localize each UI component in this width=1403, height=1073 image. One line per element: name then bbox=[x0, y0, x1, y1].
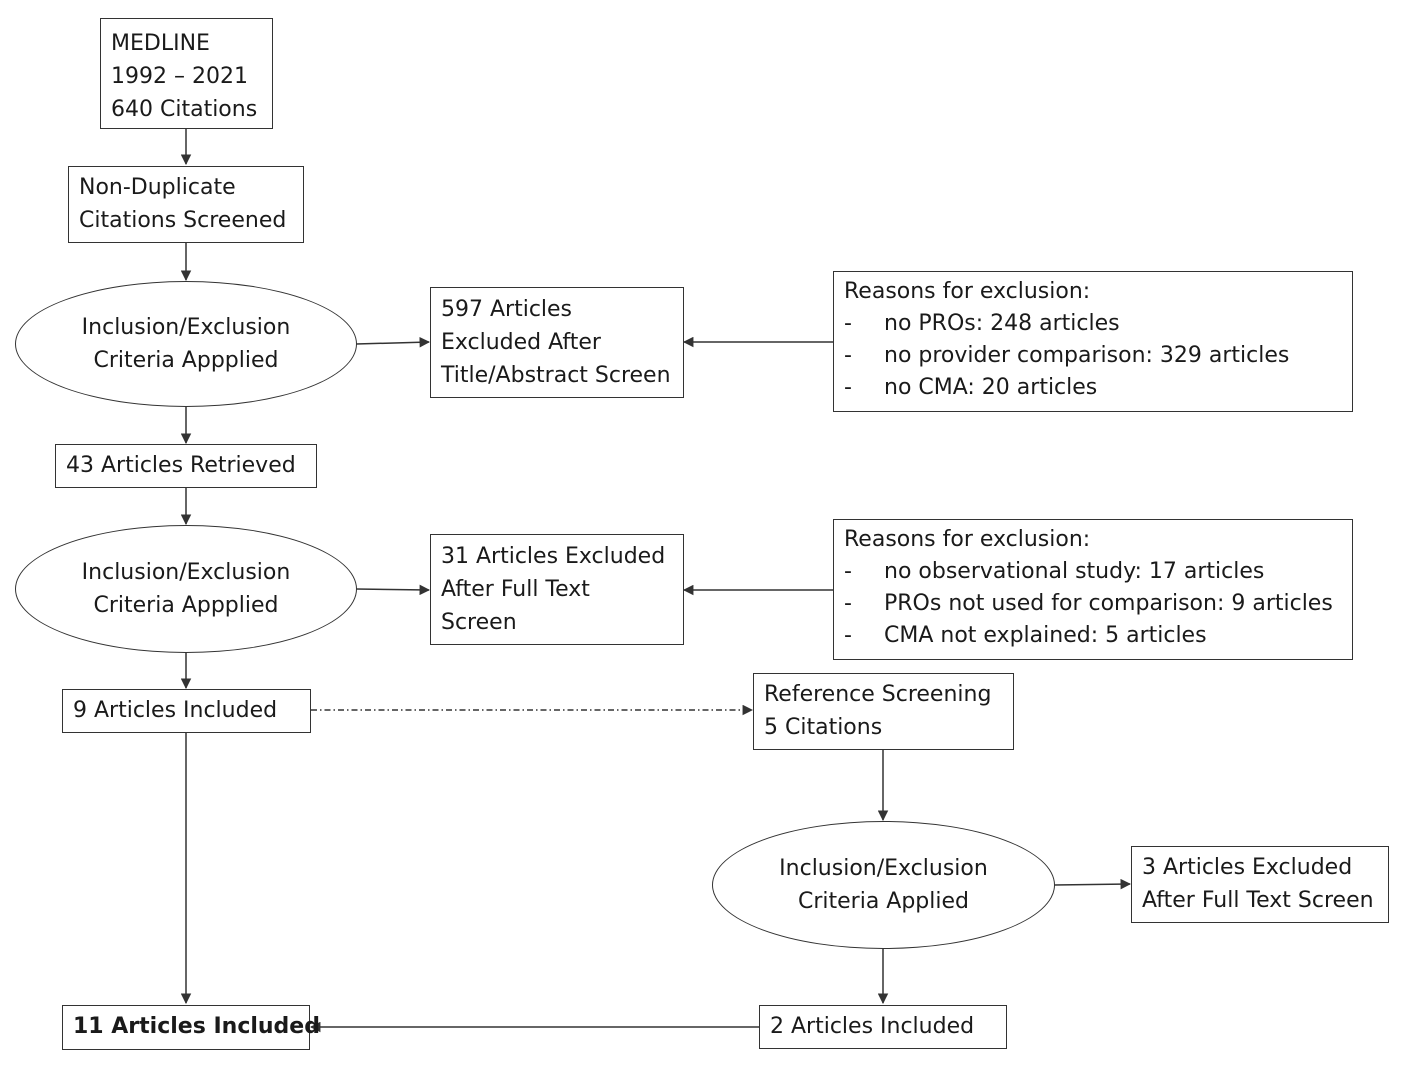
reasons2-item-text: CMA not explained: 5 articles bbox=[884, 623, 1207, 648]
included9-text: 9 Articles Included bbox=[73, 698, 278, 723]
criteria2-line-2: Criteria Appplied bbox=[93, 593, 279, 618]
retrieved-box: 43 Articles Retrieved bbox=[55, 444, 317, 488]
medline-box: MEDLINE 1992 – 2021 640 Citations bbox=[100, 18, 273, 129]
included-9-box: 9 Articles Included bbox=[62, 689, 311, 733]
criteria3-line-1: Inclusion/Exclusion bbox=[779, 856, 988, 881]
reasons2-item: - no observational study: 17 articles bbox=[844, 556, 1342, 588]
reasons1-item: - no provider comparison: 329 articles bbox=[844, 340, 1342, 372]
excluded-box-2: 31 Articles Excluded After Full Text Scr… bbox=[430, 534, 684, 645]
nonduplicate-box: Non-Duplicate Citations Screened bbox=[68, 166, 304, 243]
retrieved-text: 43 Articles Retrieved bbox=[66, 453, 296, 478]
reasons2-item-text: no observational study: 17 articles bbox=[884, 559, 1265, 584]
nonduplicate-line-1: Non-Duplicate bbox=[79, 175, 236, 200]
excluded2-line-2: After Full Text bbox=[441, 577, 590, 602]
reasons1-item-text: no provider comparison: 329 articles bbox=[884, 343, 1290, 368]
included11-text: 11 Articles Included bbox=[73, 1014, 320, 1039]
criteria3-line-2: Criteria Applied bbox=[797, 889, 969, 914]
criteria2-line-1: Inclusion/Exclusion bbox=[81, 560, 291, 585]
criteria-ellipse-3: Inclusion/Exclusion Criteria Applied bbox=[712, 821, 1055, 949]
included-11-box: 11 Articles Included bbox=[62, 1005, 320, 1050]
reasons2-dash: - bbox=[844, 623, 852, 648]
excluded1-line-2: Excluded After bbox=[441, 330, 601, 355]
reasons2-heading: Reasons for exclusion: bbox=[844, 527, 1091, 552]
excluded2-line-1: 31 Articles Excluded bbox=[441, 544, 666, 569]
arrow-criteria3-to-excluded3 bbox=[1053, 878, 1132, 890]
reasons1-heading: Reasons for exclusion: bbox=[844, 279, 1091, 304]
reference-line-1: Reference Screening bbox=[764, 682, 992, 707]
reasons1-item: - no PROs: 248 articles bbox=[844, 308, 1342, 340]
criteria1-line-2: Criteria Appplied bbox=[93, 348, 279, 373]
criteria-ellipse-2: Inclusion/Exclusion Criteria Appplied bbox=[15, 525, 357, 653]
reference-screening-box: Reference Screening 5 Citations bbox=[753, 673, 1014, 750]
medline-label: MEDLINE bbox=[111, 31, 210, 56]
excluded-box-1: 597 Articles Excluded After Title/Abstra… bbox=[430, 287, 684, 398]
reasons2-dash: - bbox=[844, 591, 852, 616]
reasons2-item: - PROs not used for comparison: 9 articl… bbox=[844, 588, 1342, 620]
criteria-ellipse-1: Inclusion/Exclusion Criteria Appplied bbox=[15, 281, 357, 407]
arrow-criteria2-to-excluded2 bbox=[355, 584, 431, 596]
excluded1-line-3: Title/Abstract Screen bbox=[441, 363, 671, 388]
medline-citations: 640 Citations bbox=[111, 97, 258, 122]
reasons1-dash: - bbox=[844, 375, 852, 400]
reasons1-item: - no CMA: 20 articles bbox=[844, 372, 1342, 404]
reasons-box-1: Reasons for exclusion: - no PROs: 248 ar… bbox=[833, 271, 1353, 412]
excluded1-line-1: 597 Articles bbox=[441, 297, 573, 322]
nonduplicate-line-2: Citations Screened bbox=[79, 208, 287, 233]
excluded3-line-2: After Full Text Screen bbox=[1142, 888, 1374, 913]
reasons-box-2: Reasons for exclusion: - no observationa… bbox=[833, 519, 1353, 660]
included-2-box: 2 Articles Included bbox=[759, 1005, 1007, 1049]
included2-text: 2 Articles Included bbox=[770, 1014, 975, 1039]
excluded3-line-1: 3 Articles Excluded bbox=[1142, 855, 1353, 880]
excluded2-line-3: Screen bbox=[441, 610, 517, 635]
medline-years: 1992 – 2021 bbox=[111, 64, 248, 89]
reasons1-item-text: no PROs: 248 articles bbox=[884, 311, 1120, 336]
excluded-box-3: 3 Articles Excluded After Full Text Scre… bbox=[1131, 846, 1389, 923]
criteria1-line-1: Inclusion/Exclusion bbox=[81, 315, 291, 340]
reasons2-item: - CMA not explained: 5 articles bbox=[844, 620, 1342, 652]
reasons1-item-text: no CMA: 20 articles bbox=[884, 375, 1098, 400]
reference-line-2: 5 Citations bbox=[764, 715, 883, 740]
reasons2-dash: - bbox=[844, 559, 852, 584]
arrow-criteria1-to-excluded1 bbox=[355, 337, 431, 348]
reasons2-item-text: PROs not used for comparison: 9 articles bbox=[884, 591, 1333, 616]
reasons1-dash: - bbox=[844, 311, 852, 336]
reasons1-dash: - bbox=[844, 343, 852, 368]
